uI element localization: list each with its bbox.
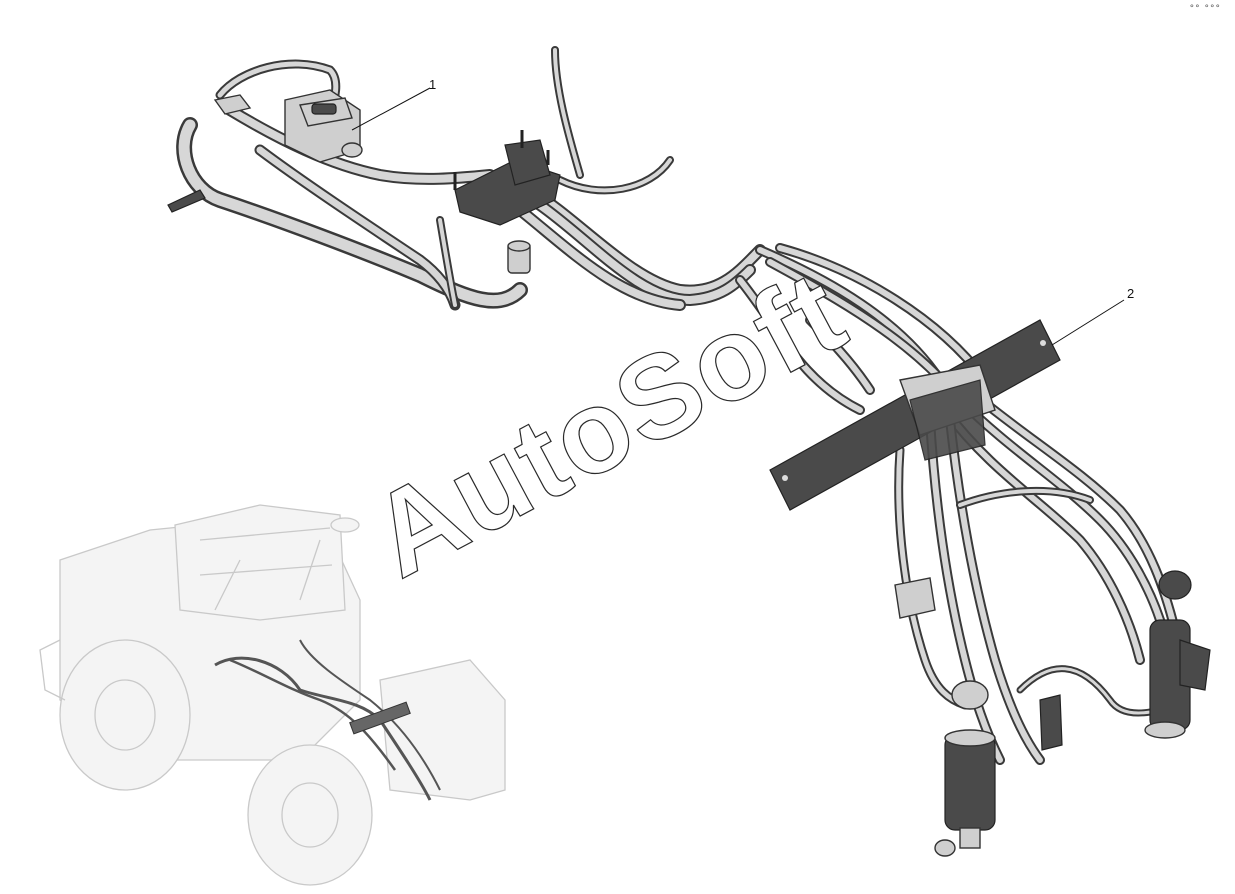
callout-2-label: 2 bbox=[1127, 286, 1134, 301]
watermark-text: AutoSoft bbox=[350, 245, 866, 603]
distribution-block bbox=[453, 130, 561, 274]
left-cylinder bbox=[934, 680, 996, 857]
callout-2: 2 bbox=[1051, 286, 1134, 346]
callout-1-label: 1 bbox=[429, 77, 436, 92]
corner-mark: °° °°° bbox=[1189, 4, 1221, 14]
valve-block bbox=[894, 577, 1063, 751]
right-cylinder bbox=[1144, 570, 1211, 739]
crossbar-bracket bbox=[769, 319, 1061, 511]
callout-1: 1 bbox=[351, 77, 436, 131]
tractor-context-illustration bbox=[39, 504, 506, 886]
pump-assembly bbox=[167, 89, 363, 213]
